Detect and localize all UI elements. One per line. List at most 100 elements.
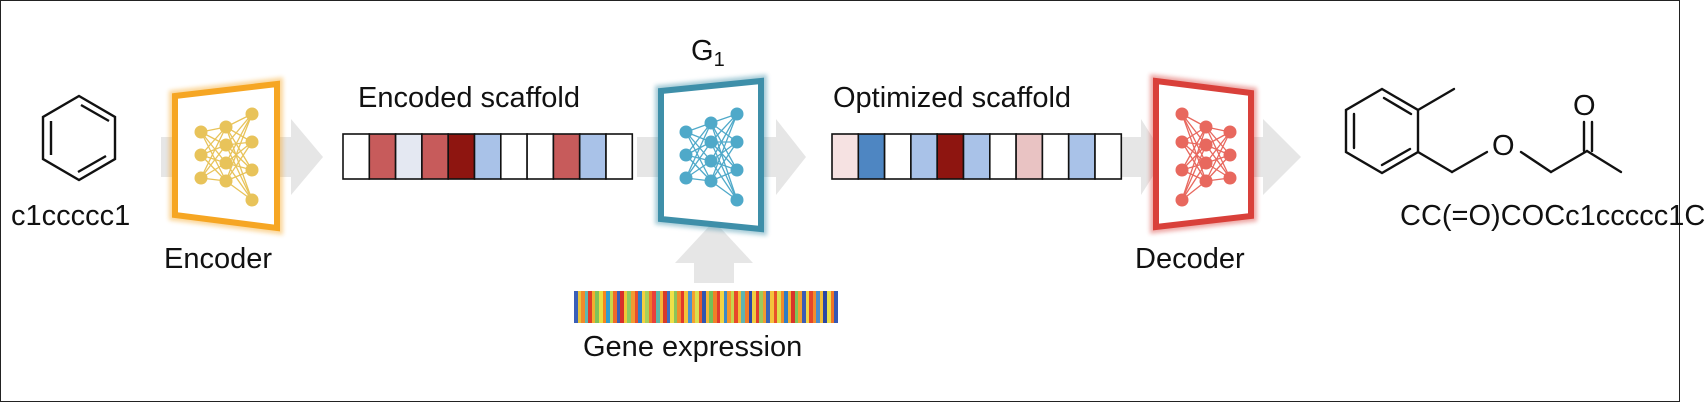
encoded-scaffold-cell bbox=[447, 133, 476, 180]
gene-expression-stripe bbox=[684, 291, 688, 323]
gene-expression-stripe bbox=[802, 291, 806, 323]
encoded-scaffold-cell bbox=[394, 133, 423, 180]
generator-network-icon bbox=[679, 107, 744, 207]
gene-expression-stripe bbox=[631, 291, 635, 323]
oxygen-label: O bbox=[1492, 130, 1515, 162]
gene-expression-stripe bbox=[616, 291, 621, 323]
generator-network-node bbox=[704, 135, 718, 149]
optimized-scaffold-cell bbox=[936, 133, 965, 180]
gene-expression-stripe bbox=[613, 291, 617, 323]
generator-network-node bbox=[704, 116, 718, 130]
encoder-network-edge bbox=[200, 144, 227, 179]
gene-expression-stripe bbox=[834, 291, 838, 323]
gene-expression-stripe bbox=[798, 291, 802, 323]
generator-network-node bbox=[704, 154, 718, 168]
decoder-network-node bbox=[1175, 135, 1189, 149]
decoder-network-node bbox=[1175, 193, 1189, 207]
gene-expression-stripe bbox=[787, 291, 792, 323]
decoder-network-node bbox=[1223, 148, 1237, 162]
decoder-network-edge bbox=[1181, 144, 1207, 201]
gene-expression-stripe bbox=[673, 291, 678, 323]
encoder-network-edge bbox=[200, 126, 227, 179]
optimized-scaffold-vector bbox=[831, 133, 1123, 180]
gene-expression-stripe bbox=[602, 291, 607, 323]
optimized-scaffold-cell bbox=[1015, 133, 1044, 180]
generator-block bbox=[655, 74, 767, 236]
gene-expression-stripe bbox=[762, 291, 767, 323]
decoder-network-node bbox=[1175, 107, 1189, 121]
encoder-network-node bbox=[219, 174, 233, 188]
generator-network-edge bbox=[710, 113, 738, 182]
gene-expression-stripe bbox=[830, 291, 835, 323]
gene-expression-stripe bbox=[748, 291, 753, 323]
decoder-network-node bbox=[1199, 120, 1213, 134]
gene-expression-stripe bbox=[634, 291, 639, 323]
generator-network-edge bbox=[685, 122, 712, 179]
gene-expression-stripe bbox=[606, 291, 610, 323]
encoder-network-edge bbox=[200, 131, 227, 182]
flow-arrow-encoder-out bbox=[271, 119, 323, 195]
encoder-network-node bbox=[194, 148, 208, 162]
gene-expression-stripe bbox=[691, 291, 696, 323]
generator-network-edge bbox=[685, 131, 712, 182]
encoder-network-node bbox=[219, 120, 233, 134]
gene-expression-stripe bbox=[741, 291, 745, 323]
gene-expression-stripe bbox=[777, 291, 781, 323]
decoder-network-edge bbox=[1205, 126, 1231, 179]
generator-label-sub: 1 bbox=[713, 49, 725, 71]
gene-expression-stripe bbox=[809, 291, 813, 323]
flow-arrow-generator-out bbox=[761, 119, 806, 195]
gene-expression-stripe bbox=[598, 291, 603, 323]
benzene-structure bbox=[41, 94, 117, 182]
decoder-label: Decoder bbox=[1135, 243, 1245, 275]
gene-expression-label: Gene expression bbox=[583, 331, 803, 363]
gene-expression-stripe bbox=[769, 291, 774, 323]
optimized-scaffold-cell bbox=[910, 133, 939, 180]
generator-label: G1 bbox=[691, 37, 725, 71]
gene-expression-stripe bbox=[805, 291, 810, 323]
optimized-scaffold-cell bbox=[883, 133, 912, 180]
encoder-network-edge bbox=[225, 113, 253, 182]
gene-expression-stripe bbox=[581, 291, 585, 323]
gene-expression-stripe bbox=[655, 291, 660, 323]
gene-expression-stripe bbox=[670, 291, 674, 323]
gene-expression-stripe bbox=[588, 291, 592, 323]
gene-expression-stripe bbox=[752, 291, 756, 323]
encoded-scaffold-cell bbox=[342, 133, 371, 180]
encoder-network-edge bbox=[225, 141, 253, 182]
gene-expression-stripe bbox=[812, 291, 817, 323]
decoder-network-node bbox=[1199, 174, 1213, 188]
gene-expression-stripe bbox=[677, 291, 681, 323]
encoded-scaffold-cell bbox=[605, 133, 634, 180]
encoder-network-edge bbox=[225, 113, 253, 146]
decoder-network-node bbox=[1175, 163, 1189, 177]
encoder-network-edge bbox=[200, 131, 227, 164]
encoder-network-node bbox=[219, 156, 233, 170]
gene-expression-stripe bbox=[723, 291, 728, 323]
gene-expression-stripe bbox=[720, 291, 724, 323]
encoded-scaffold-cell bbox=[368, 133, 397, 180]
generator-network-edge bbox=[685, 122, 712, 156]
gene-expression-stripe bbox=[819, 291, 824, 323]
gene-expression-stripe bbox=[702, 291, 706, 323]
output-molecule-structure bbox=[1344, 87, 1623, 175]
optimized-scaffold-cell bbox=[1094, 133, 1123, 180]
encoder-block bbox=[169, 77, 283, 235]
generator-network-node bbox=[730, 163, 744, 177]
gene-expression-stripe bbox=[705, 291, 710, 323]
gene-expression-stripe bbox=[627, 291, 631, 323]
gene-expression-stripe bbox=[688, 291, 692, 323]
optimized-scaffold-cell bbox=[1067, 133, 1096, 180]
decoder-network-node bbox=[1223, 171, 1237, 185]
gene-expression-stripe bbox=[680, 291, 685, 323]
optimized-scaffold-cell bbox=[1041, 133, 1070, 180]
encoder-label: Encoder bbox=[164, 243, 273, 275]
optimized-scaffold-cell bbox=[988, 133, 1017, 180]
encoder-network-node bbox=[245, 135, 259, 149]
decoder-network-node bbox=[1199, 156, 1213, 170]
gene-expression-stripe bbox=[666, 291, 671, 323]
gene-expression-stripe bbox=[623, 291, 628, 323]
generator-network-edge bbox=[710, 141, 738, 182]
input-smiles: c1ccccc1 bbox=[11, 200, 131, 232]
